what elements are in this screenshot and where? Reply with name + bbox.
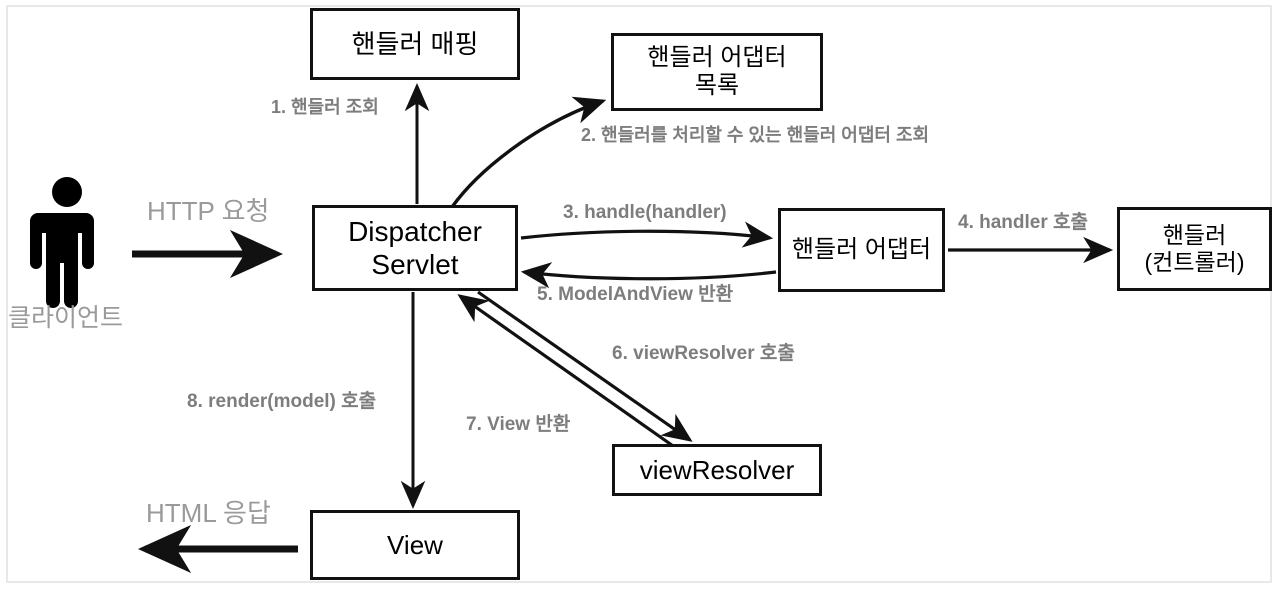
box-dispatcher-servlet-label: Dispatcher Servlet xyxy=(348,215,482,280)
box-handler-controller[interactable]: 핸들러 (컨트롤러) xyxy=(1117,207,1272,291)
label-step-6: 6. viewResolver 호출 xyxy=(612,343,795,364)
box-view-resolver-label: viewResolver xyxy=(639,454,795,485)
label-http-response: HTML 응답 xyxy=(146,498,271,528)
box-dispatcher-servlet[interactable]: Dispatcher Servlet xyxy=(312,205,518,291)
label-step-3: 3. handle(handler) xyxy=(563,202,727,223)
box-view[interactable]: View xyxy=(310,510,520,580)
box-handler-controller-label: 핸들러 (컨트롤러) xyxy=(1144,221,1245,275)
label-http-request: HTTP 요청 xyxy=(147,196,270,226)
arrow-step-5 xyxy=(520,262,777,289)
box-handler-adapter[interactable]: 핸들러 어댑터 xyxy=(778,208,945,292)
box-handler-adapter-list-label: 핸들러 어댑터 목록 xyxy=(647,43,787,99)
box-view-resolver[interactable]: viewResolver xyxy=(612,444,822,496)
box-view-label: View xyxy=(387,529,443,560)
label-step-1: 1. 핸들러 조회 xyxy=(271,97,379,117)
arrow-step-2 xyxy=(450,96,607,208)
label-step-8: 8. render(model) 호출 xyxy=(187,391,377,412)
client-label: 클라이언트 xyxy=(8,304,124,332)
box-handler-adapter-label: 핸들러 어댑터 xyxy=(791,235,932,263)
label-step-2: 2. 핸들러를 처리할 수 있는 핸들러 어댑터 조회 xyxy=(581,125,930,145)
box-handler-mapping-label: 핸들러 매핑 xyxy=(351,28,479,59)
person-icon xyxy=(30,177,94,308)
label-step-7: 7. View 반환 xyxy=(466,414,571,435)
label-step-5: 5. ModelAndView 반환 xyxy=(537,284,734,305)
box-handler-adapter-list[interactable]: 핸들러 어댑터 목록 xyxy=(611,33,823,111)
box-handler-mapping[interactable]: 핸들러 매핑 xyxy=(310,8,520,80)
label-step-4: 4. handler 호출 xyxy=(958,212,1088,233)
arrow-step-3 xyxy=(520,221,774,248)
